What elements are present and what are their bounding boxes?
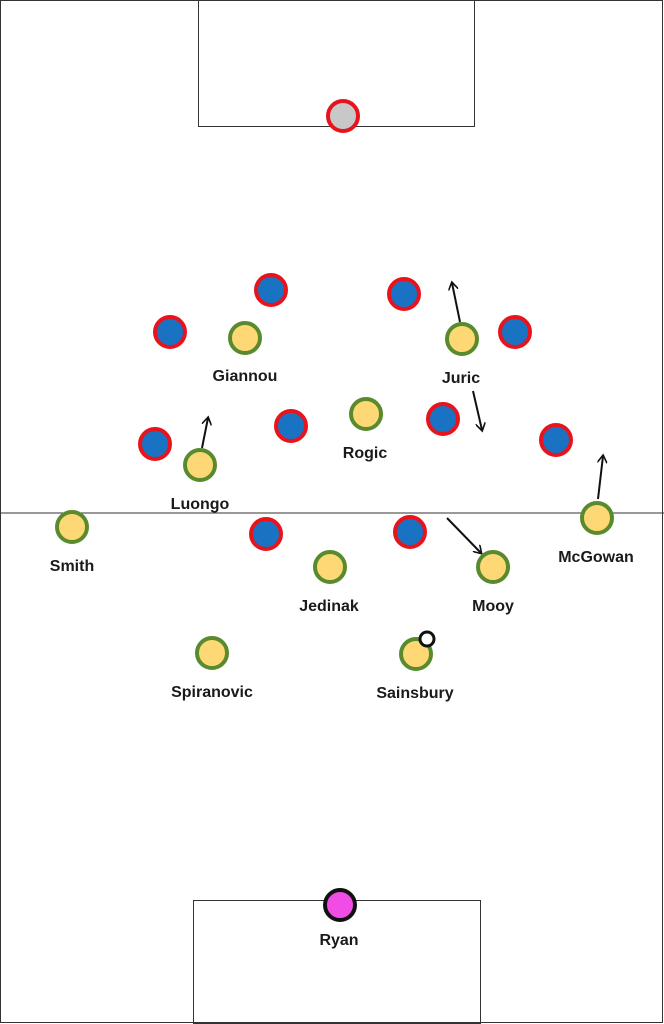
- home-player-marker: [313, 550, 347, 584]
- home-player-giannou: Giannou: [213, 321, 278, 385]
- movement-arrow-5: [446, 517, 481, 553]
- home-player-marker: [349, 397, 383, 431]
- home-player-marker: [476, 550, 510, 584]
- player-name-label: Smith: [50, 558, 94, 575]
- away-player-marker-6: [274, 409, 308, 443]
- away-player-marker-5: [138, 427, 172, 461]
- home-goalkeeper-ryan: Ryan: [319, 888, 359, 949]
- player-name-label: Jedinak: [299, 598, 359, 615]
- player-name-label: Luongo: [171, 496, 230, 513]
- player-name-label: Sainsbury: [376, 685, 453, 702]
- away-goalkeeper-marker: [326, 99, 360, 133]
- home-player-marker: [55, 510, 89, 544]
- home-player-smith: Smith: [50, 510, 94, 575]
- home-player-mooy: Mooy: [472, 550, 514, 615]
- home-player-luongo: Luongo: [171, 448, 230, 513]
- home-player-sainsbury: Sainsbury: [376, 637, 454, 702]
- away-player-marker-2: [387, 277, 421, 311]
- home-player-marker: [580, 501, 614, 535]
- away-player-marker-8: [539, 423, 573, 457]
- home-player-spiranovic: Spiranovic: [171, 636, 253, 701]
- home-player-mcgowan: McGowan: [558, 501, 634, 566]
- movement-arrow-1: [452, 283, 461, 323]
- player-name-label: Spiranovic: [171, 684, 253, 701]
- home-player-marker: [445, 322, 479, 356]
- home-goalkeeper-marker: [323, 888, 357, 922]
- player-name-label: Mooy: [472, 598, 514, 615]
- movement-arrows: [201, 283, 603, 553]
- player-name-label: Juric: [442, 370, 480, 387]
- away-player-marker-3: [153, 315, 187, 349]
- home-player-marker: [228, 321, 262, 355]
- movement-arrow-2: [472, 390, 482, 430]
- away-team: [138, 99, 573, 551]
- away-player-marker-10: [393, 515, 427, 549]
- away-player-marker-1: [254, 273, 288, 307]
- home-player-rogic: Rogic: [343, 397, 388, 462]
- player-name-label: Giannou: [213, 368, 278, 385]
- ball-layer: [418, 630, 436, 648]
- movement-arrow-4: [597, 456, 603, 500]
- home-player-marker: [183, 448, 217, 482]
- home-player-marker: [195, 636, 229, 670]
- player-name-label: Ryan: [319, 932, 358, 949]
- player-name-label: McGowan: [558, 549, 634, 566]
- ball-marker: [418, 630, 436, 648]
- home-player-juric: Juric: [442, 322, 480, 387]
- away-player-marker-4: [498, 315, 532, 349]
- away-player-marker-9: [249, 517, 283, 551]
- player-name-label: Rogic: [343, 445, 388, 462]
- away-player-marker-7: [426, 402, 460, 436]
- movement-arrow-3: [201, 418, 208, 449]
- home-player-jedinak: Jedinak: [299, 550, 359, 615]
